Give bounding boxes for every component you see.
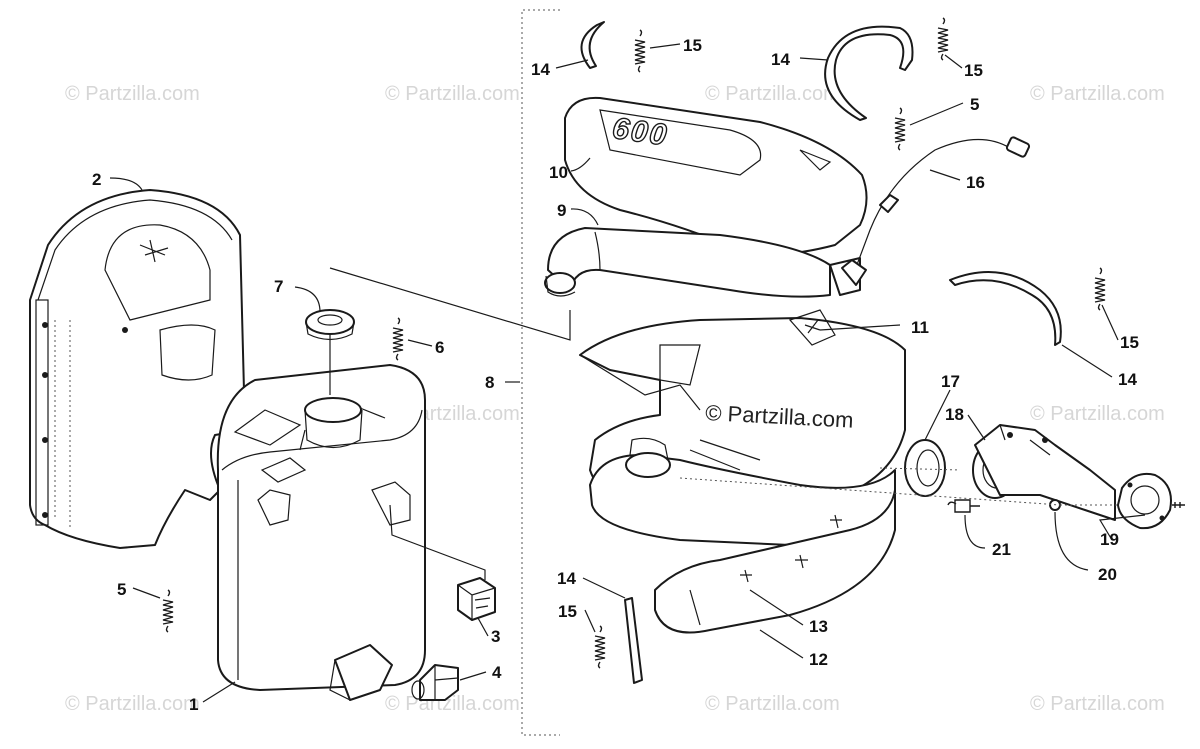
watermark: © Partzilla.com bbox=[705, 693, 840, 715]
callout-labels: 2 1 3 4 5 6 7 8 9 10 11 12 13 14 14 14 1… bbox=[92, 36, 1139, 714]
watermark: © Partzilla.com bbox=[385, 83, 520, 105]
callout-19: 19 bbox=[1100, 530, 1119, 549]
clamp-band-part bbox=[580, 21, 605, 69]
sensor-cable-part bbox=[841, 136, 1031, 286]
callout-20: 20 bbox=[1098, 565, 1117, 584]
exhaust-manifold-part bbox=[972, 424, 1116, 521]
lower-pipe-part bbox=[589, 437, 896, 546]
callout-15: 15 bbox=[1120, 333, 1139, 352]
callout-11: 11 bbox=[911, 318, 929, 337]
gasket-ring-part bbox=[904, 439, 946, 497]
watermark: © Partzilla.com bbox=[1030, 83, 1165, 105]
callout-15: 15 bbox=[558, 602, 577, 621]
watermark: © Partzilla.com bbox=[65, 83, 200, 105]
alignment-line bbox=[679, 477, 1061, 506]
callout-4: 4 bbox=[492, 663, 502, 682]
heat-shield-part bbox=[29, 189, 246, 549]
callout-21: 21 bbox=[992, 540, 1011, 559]
clamp-band-part bbox=[824, 25, 914, 121]
callout-14: 14 bbox=[557, 569, 576, 588]
leader-line bbox=[329, 267, 571, 341]
callout-5: 5 bbox=[117, 580, 126, 599]
watermark: © Partzilla.com bbox=[65, 693, 200, 715]
callout-2: 2 bbox=[92, 170, 101, 189]
clamp-band-part bbox=[949, 271, 1062, 346]
callout-8: 8 bbox=[485, 373, 494, 392]
callout-1: 1 bbox=[189, 695, 198, 714]
flange-gasket-part bbox=[1117, 472, 1185, 530]
watermark: © Partzilla.com bbox=[705, 83, 840, 105]
callout-5: 5 bbox=[970, 95, 979, 114]
callout-15: 15 bbox=[683, 36, 702, 55]
callout-14: 14 bbox=[771, 50, 790, 69]
tuned-pipe-shield-part: 600 bbox=[564, 96, 868, 256]
callout-3: 3 bbox=[491, 627, 500, 646]
callout-12: 12 bbox=[809, 650, 828, 669]
callout-13: 13 bbox=[809, 617, 828, 636]
callout-10: 10 bbox=[549, 163, 568, 182]
callout-15: 15 bbox=[964, 61, 983, 80]
rubber-mount-part bbox=[411, 664, 459, 701]
callout-18: 18 bbox=[945, 405, 964, 424]
watermark: © Partzilla.com bbox=[385, 693, 520, 715]
callout-leaders bbox=[109, 43, 1146, 703]
alignment-line bbox=[879, 467, 961, 471]
callout-14: 14 bbox=[531, 60, 550, 79]
leader-line bbox=[389, 504, 486, 580]
rubber-mount-part bbox=[457, 577, 496, 621]
watermark: © Partzilla.com bbox=[1030, 693, 1165, 715]
clamp-band-part bbox=[624, 597, 643, 684]
callout-7: 7 bbox=[274, 277, 283, 296]
watermark: © Partzilla.com bbox=[1030, 403, 1165, 425]
callout-17: 17 bbox=[941, 372, 960, 391]
callout-6: 6 bbox=[435, 338, 444, 357]
group-bracket bbox=[521, 9, 560, 736]
muffler-canister-part bbox=[216, 364, 426, 701]
callout-14: 14 bbox=[1118, 370, 1137, 389]
spring-part bbox=[947, 499, 980, 513]
callout-9: 9 bbox=[557, 201, 566, 220]
heat-guard-part bbox=[654, 489, 896, 634]
pipe-elbow-part bbox=[544, 227, 831, 298]
callout-16: 16 bbox=[966, 173, 985, 192]
